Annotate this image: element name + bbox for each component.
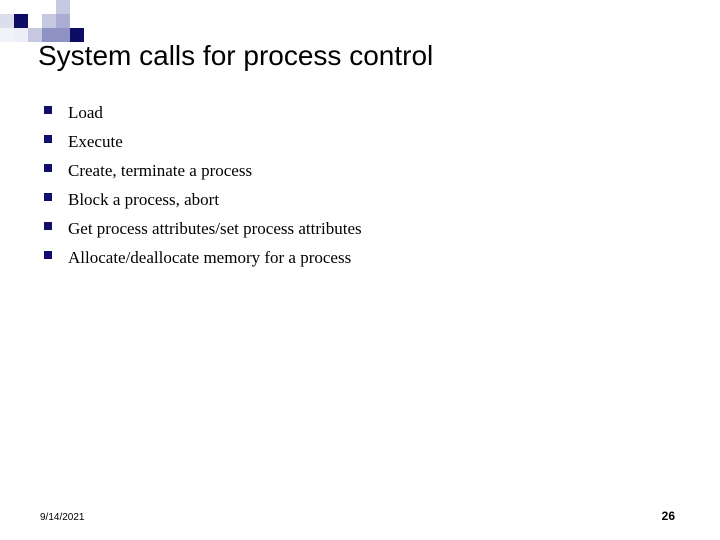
header-gradient-band [0,9,720,32]
footer-date: 9/14/2021 [40,512,85,523]
decorative-square [70,14,84,28]
list-item: Allocate/deallocate memory for a process [40,243,680,272]
decorative-square [70,28,84,42]
list-item: Create, terminate a process [40,156,680,185]
footer-page-number: 26 [661,509,675,523]
bullet-square-icon [44,164,52,172]
page-title: System calls for process control [38,40,434,71]
decorative-square [0,14,14,28]
decorative-square [28,0,42,14]
decorative-square [42,0,56,14]
list-item-label: Create, terminate a process [68,160,253,180]
decorative-square [0,28,14,42]
decorative-square [56,28,70,42]
list-item-label: Execute [68,131,123,151]
decorative-square [56,14,70,28]
bullet-square-icon [44,106,52,114]
decorative-square [14,0,28,14]
decorative-square [14,14,28,28]
list-item-label: Block a process, abort [68,189,220,209]
bullet-square-icon [44,222,52,230]
decorative-square [28,14,42,28]
decorative-square [42,28,56,42]
list-item: Block a process, abort [40,185,680,214]
bullet-square-icon [44,251,52,259]
decorative-square [42,14,56,28]
decorative-square [56,0,70,14]
decorative-square [14,28,28,42]
list-item-label: Get process attributes/set process attri… [68,218,362,238]
decorative-square [28,28,42,42]
decorative-square [70,0,84,14]
bullet-square-icon [44,193,52,201]
list-item-label: Allocate/deallocate memory for a process [68,247,352,267]
list-item: Load [40,98,680,127]
list-item: Get process attributes/set process attri… [40,214,680,243]
bullet-square-icon [44,135,52,143]
list-item-label: Load [68,102,103,122]
list-item: Execute [40,127,680,156]
header-decoration [0,0,720,46]
